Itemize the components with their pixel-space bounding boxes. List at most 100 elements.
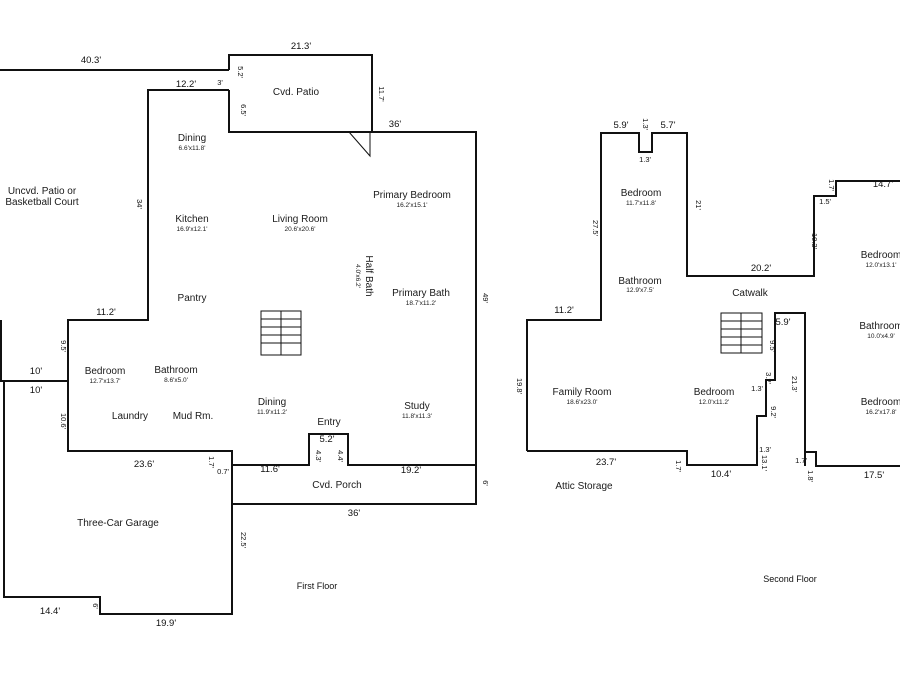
dim-12-2: 12.2' [176, 79, 196, 90]
primary-bedroom-label: Primary Bedroom [373, 190, 451, 201]
dim-9-5-second: 9.5' [768, 340, 777, 352]
dim-10-6: 10.6' [59, 413, 68, 430]
first-floor-room-labels: Uncvd. Patio or Basketball Court Cvd. Pa… [5, 87, 451, 591]
family-room-label: Family Room [553, 387, 612, 398]
bathroom-2c-size: 10.0'x4.9' [867, 333, 894, 340]
dim-21-3-second: 21.3' [790, 376, 799, 393]
dim-10-b: 10' [30, 385, 43, 396]
dim-11-6: 11.6' [260, 464, 280, 475]
dim-23-7: 23.7' [596, 457, 616, 468]
dim-5-9-a: 5.9' [613, 120, 628, 131]
study-size: 11.8'x11.3' [402, 413, 432, 420]
bathroom-first-size: 8.6'x5.0' [164, 377, 188, 384]
family-room-size: 18.6'x23.0' [566, 399, 597, 406]
bedroom-2d-label: Bedroom [861, 397, 900, 408]
bedroom-2b-label: Bedroom [694, 387, 735, 398]
dim-11-2-first: 11.2' [96, 307, 116, 318]
dim-14-7: 14.7' [873, 179, 893, 190]
attic-storage-label: Attic Storage [555, 481, 613, 492]
dim-14-4: 14.4' [40, 606, 60, 617]
uncvd-patio-label-2: Basketball Court [5, 197, 79, 208]
dim-5-2-top: 5.2' [236, 66, 245, 78]
bedroom-first-size: 12.7'x13.7' [89, 378, 120, 385]
primary-bath-label: Primary Bath [392, 288, 450, 299]
bathroom-2a-label: Bathroom [618, 276, 661, 287]
dim-1-3-d: 1.3' [759, 445, 771, 454]
dim-10-4: 10.4' [711, 469, 731, 480]
garage-label: Three-Car Garage [77, 518, 159, 529]
dim-34: 34' [135, 199, 144, 209]
dim-1-3-b: 1.3' [639, 155, 651, 164]
cvd-patio-label: Cvd. Patio [273, 87, 320, 98]
primary-bath-size: 18.7'x11.2' [406, 300, 437, 307]
dim-1-7-d: 1.7' [674, 460, 683, 472]
second-floor-room-labels: Bedroom 11.7'x11.8' Bathroom 12.9'x7.5' … [553, 188, 900, 584]
dim-3: 3' [217, 78, 223, 87]
bedroom-first-label: Bedroom [85, 366, 126, 377]
dim-27-5: 27.5' [591, 220, 600, 237]
bedroom-2c-label: Bedroom [861, 250, 900, 261]
dim-0-7: 0.7' [217, 467, 229, 476]
second-floor-label: Second Floor [763, 574, 817, 584]
catwalk-label: Catwalk [732, 288, 769, 299]
dim-5-2-entry: 5.2' [319, 434, 334, 445]
primary-bedroom-size: 16.2'x15.1' [396, 202, 427, 209]
kitchen-size: 16.9'x12.1' [176, 226, 207, 233]
dim-23-6: 23.6' [134, 459, 154, 470]
kitchen-label: Kitchen [175, 214, 208, 225]
bedroom-2d-size: 16.2'x17.8' [865, 409, 896, 416]
dim-1-3-c: 1.3' [751, 384, 763, 393]
living-room-size: 20.6'x20.6' [284, 226, 315, 233]
dim-6-garage: 6' [91, 603, 100, 609]
dim-20-2: 20.2' [751, 263, 771, 274]
dim-17-5: 17.5' [864, 470, 884, 481]
dim-10-3: 10.3' [810, 233, 819, 250]
bedroom-2a-size: 11.7'x11.8' [626, 200, 656, 207]
bedroom-2a-label: Bedroom [621, 188, 662, 199]
dim-40-3: 40.3' [81, 55, 101, 66]
dim-6: 6' [481, 480, 490, 486]
bedroom-2c-size: 12.0'x13.1' [865, 262, 896, 269]
dim-19-2: 19.2' [401, 465, 421, 476]
entry-label: Entry [317, 417, 340, 428]
first-floor-walls [0, 54, 477, 615]
bathroom-2a-size: 12.9'x7.5' [626, 287, 653, 294]
dining-top-label: Dining [178, 133, 206, 144]
first-floor-label: First Floor [297, 581, 338, 591]
study-label: Study [404, 401, 430, 412]
bedroom-2b-size: 12.0'x11.2' [699, 399, 730, 406]
dim-3-2: 3.2' [764, 372, 773, 384]
dim-6-5: 6.5' [239, 104, 248, 116]
wall-covered-porch [231, 465, 477, 505]
cvd-porch-label: Cvd. Porch [312, 480, 361, 491]
dim-5-7: 5.7' [660, 120, 675, 131]
dim-13-1: 13.1' [760, 455, 769, 472]
dim-5-9-b: 5.9' [775, 317, 790, 328]
mud-room-label: Mud Rm. [173, 411, 214, 422]
second-floor-dimensions: 5.9' 1.3' 5.7' 1.3' 27.5' 21' 20.2' 1.7'… [515, 118, 893, 482]
dim-10-a: 10' [30, 366, 43, 377]
dim-21-3: 21.3' [291, 41, 311, 52]
dim-1-7-c: 1.7' [827, 179, 836, 191]
dim-19-8: 19.8' [515, 378, 524, 395]
dim-9-5-first: 9.5' [59, 340, 68, 352]
pantry-label: Pantry [178, 293, 207, 304]
stairs-second-floor [720, 312, 763, 354]
dim-4-3: 4.3' [314, 450, 323, 462]
bathroom-2c-label: Bathroom [859, 321, 900, 332]
dim-36-bottom: 36' [348, 508, 361, 519]
half-bath-label: Half Bath [363, 255, 374, 296]
first-floor-dimensions: 40.3' 21.3' 5.2' 3' 12.2' 6.5' 11.7' 36'… [30, 41, 490, 629]
uncvd-patio-label-1: Uncvd. Patio or [8, 186, 77, 197]
laundry-label: Laundry [112, 411, 148, 422]
dim-1-5: 1.5' [819, 197, 831, 206]
dim-1-7-first: 1.7' [207, 456, 216, 468]
dim-11-2-second: 11.2' [554, 305, 574, 316]
door-swing [348, 131, 371, 158]
dining-top-size: 6.6'x11.8' [179, 145, 206, 152]
dim-1-8: 1.8' [806, 470, 815, 482]
dining-bottom-size: 11.9'x11.2' [257, 409, 287, 416]
wall-house-outline [67, 89, 477, 466]
